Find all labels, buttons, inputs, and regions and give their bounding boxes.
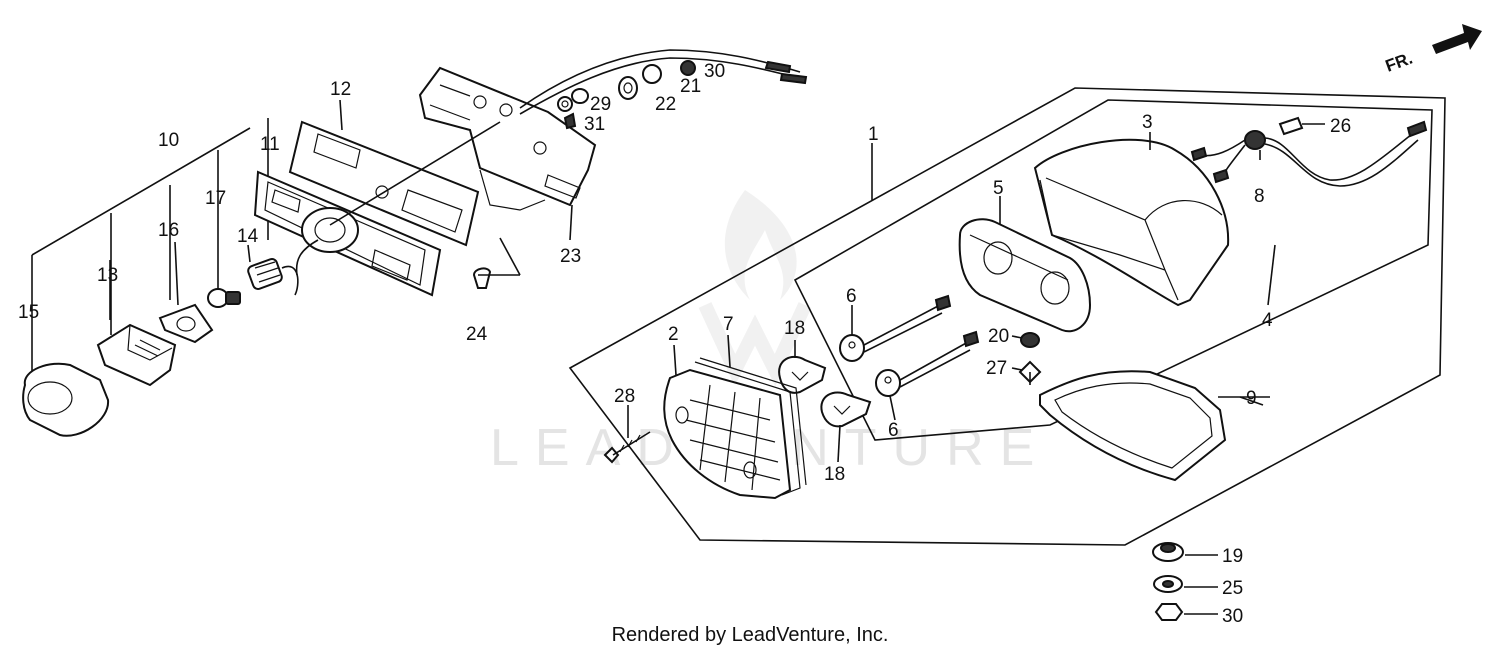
license-lens <box>22 362 110 437</box>
callout-6-lower: 6 <box>888 420 899 441</box>
taillight-assembly-outline <box>568 87 1446 546</box>
license-lamp-base <box>253 170 442 297</box>
callout-17: 17 <box>205 188 226 209</box>
callout-13: 13 <box>97 265 118 286</box>
socket-plate <box>158 303 214 344</box>
case-hardware <box>1018 332 1042 385</box>
callout-12: 12 <box>330 79 351 100</box>
callout-23: 23 <box>560 246 581 267</box>
mount-hardware-stack <box>1152 542 1218 621</box>
callout-28: 28 <box>614 386 635 407</box>
license-light-case <box>96 323 177 387</box>
front-marker-label: FR. <box>1383 49 1415 76</box>
callout-9: 9 <box>1246 388 1257 409</box>
callout-16: 16 <box>158 220 179 241</box>
taillight-bulb-lower <box>820 391 872 428</box>
callout-25: 25 <box>1222 578 1243 599</box>
callout-18-upper: 18 <box>784 318 805 339</box>
callout-20: 20 <box>988 326 1009 347</box>
license-bracket <box>418 66 597 211</box>
housing-screw <box>1278 116 1325 136</box>
taillight-socket-upper <box>839 294 952 362</box>
bracket-hardware <box>557 60 696 130</box>
callout-8: 8 <box>1254 186 1265 207</box>
callout-3: 3 <box>1142 112 1153 133</box>
taillight-housing <box>1033 138 1230 307</box>
callout-2: 2 <box>668 324 679 345</box>
callout-30-upper: 30 <box>704 61 725 82</box>
case-gasket <box>1039 370 1227 482</box>
callout-19: 19 <box>1222 546 1243 567</box>
callout-30-lower: 30 <box>1222 606 1243 627</box>
callout-5: 5 <box>993 178 1004 199</box>
lens-gasket <box>694 357 807 496</box>
taillight-harness <box>1190 120 1428 187</box>
license-bulb <box>207 288 241 308</box>
callout-15: 15 <box>18 302 39 323</box>
callout-labels: 1 2 3 4 5 6 6 7 8 9 10 11 12 13 14 15 16… <box>18 61 1351 627</box>
callout-14: 14 <box>237 226 259 247</box>
footer-credit: Rendered by LeadVenture, Inc. <box>611 624 889 646</box>
taillight-lens <box>663 368 792 500</box>
callout-31: 31 <box>584 114 605 135</box>
callout-1: 1 <box>868 124 879 145</box>
callout-10: 10 <box>158 130 179 151</box>
watermark-logo <box>698 190 812 387</box>
callout-22: 22 <box>655 94 676 115</box>
callout-21: 21 <box>680 76 701 97</box>
front-arrow-icon <box>1432 24 1482 54</box>
callout-6-upper: 6 <box>846 286 857 307</box>
callout-4: 4 <box>1262 310 1273 331</box>
front-direction-marker: FR. <box>1383 24 1482 76</box>
callout-29: 29 <box>590 94 611 115</box>
callout-11: 11 <box>260 134 280 155</box>
taillight-case <box>958 218 1092 333</box>
callout-27: 27 <box>986 358 1007 379</box>
taillight-socket-lower <box>875 330 980 397</box>
callout-26: 26 <box>1330 116 1351 137</box>
rivet <box>472 237 521 289</box>
taillight-inner-outline <box>793 99 1433 441</box>
license-harness <box>329 49 808 226</box>
callout-24: 24 <box>466 324 488 345</box>
license-socket <box>247 258 299 296</box>
lens-screw <box>603 431 651 464</box>
callout-7: 7 <box>723 314 734 335</box>
leader-lines <box>109 99 1276 463</box>
taillight-bulb-upper <box>778 355 827 394</box>
callout-18-lower: 18 <box>824 464 845 485</box>
reflector-plate <box>288 120 480 247</box>
